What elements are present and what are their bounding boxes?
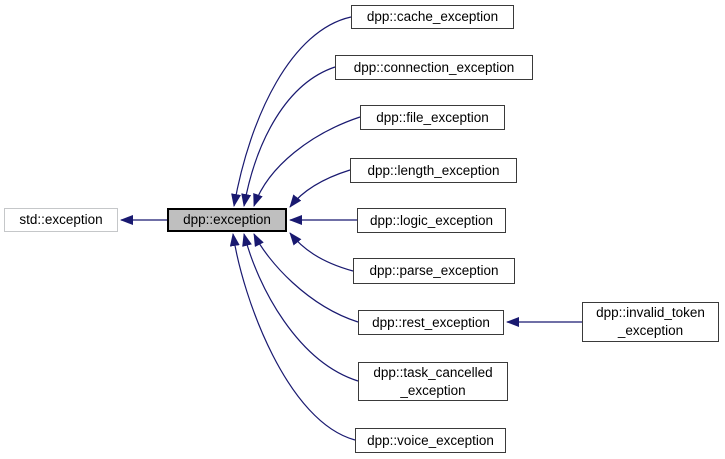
edge-voice-to-dpp (229, 233, 356, 441)
edge-file-to-dpp (253, 116, 361, 207)
edge-task-to-dpp (242, 233, 359, 382)
node-std-exception: std::exception (4, 208, 118, 232)
node-dpp-exception: dpp::exception (167, 208, 287, 232)
edge-connection-to-dpp (241, 66, 336, 207)
edge-rest-to-dpp (253, 233, 359, 323)
node-dpp-file-exception[interactable]: dpp::file_exception (360, 105, 505, 130)
node-dpp-length-exception[interactable]: dpp::length_exception (350, 158, 517, 183)
edge-parse-to-dpp (289, 232, 354, 272)
node-dpp-rest-exception[interactable]: dpp::rest_exception (358, 310, 504, 335)
node-dpp-parse-exception[interactable]: dpp::parse_exception (353, 258, 515, 284)
node-label-line: _exception (400, 382, 466, 398)
node-dpp-task-cancelled-exception[interactable]: dpp::task_cancelled _exception (358, 362, 508, 401)
node-dpp-logic-exception[interactable]: dpp::logic_exception (357, 208, 506, 233)
edge-cache-to-dpp (231, 16, 352, 207)
node-label-line: _exception (617, 323, 684, 338)
edge-length-to-dpp (289, 169, 351, 208)
node-dpp-voice-exception[interactable]: dpp::voice_exception (355, 428, 506, 453)
node-label-line: dpp::task_cancelled (373, 364, 493, 380)
node-dpp-cache-exception[interactable]: dpp::cache_exception (351, 5, 514, 29)
node-label-line: dpp::invalid_token (596, 305, 705, 320)
node-dpp-invalid-token-exception[interactable]: dpp::invalid_token _exception (582, 302, 719, 342)
node-dpp-connection-exception[interactable]: dpp::connection_exception (335, 55, 533, 80)
